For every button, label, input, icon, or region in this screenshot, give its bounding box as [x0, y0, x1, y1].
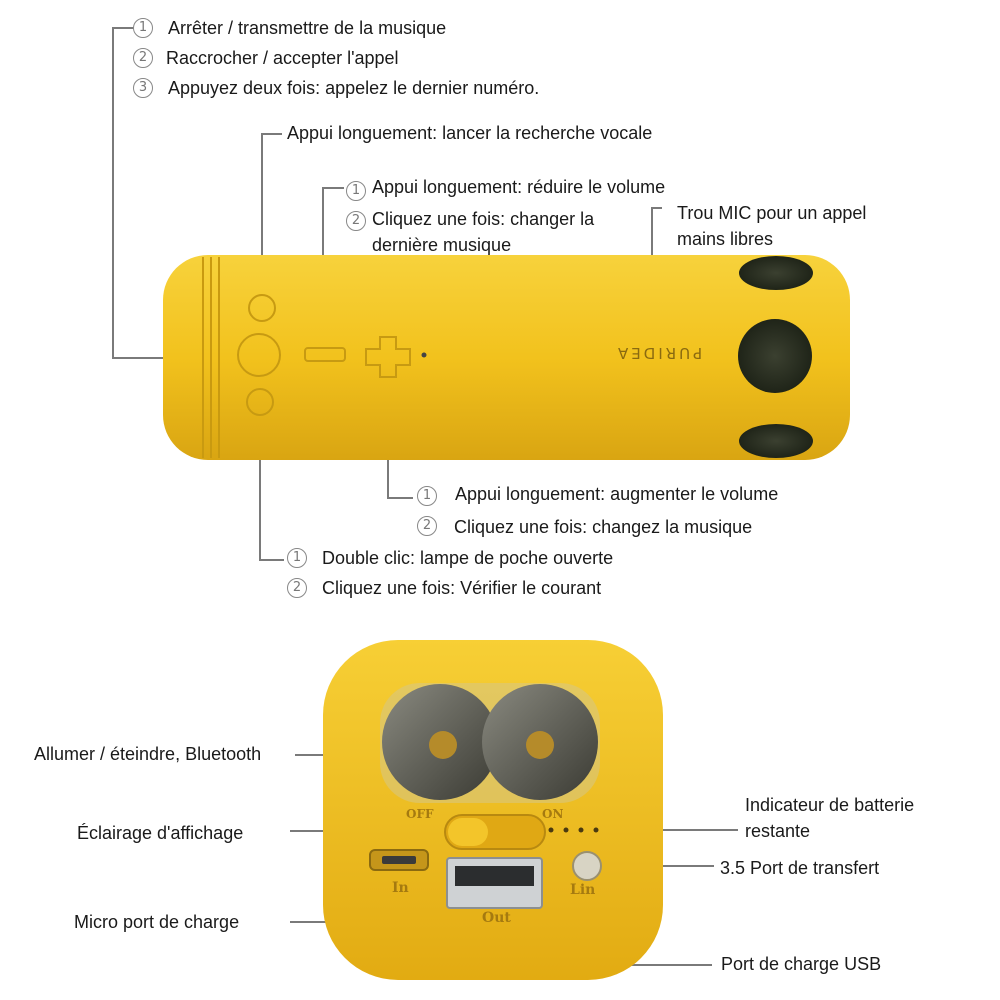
callout-number: 3: [133, 78, 153, 98]
callout-display-light: Éclairage d'affichage: [77, 823, 244, 843]
brand-label: PURIDEA: [615, 344, 703, 362]
battery-indicator-dots: [548, 827, 599, 833]
callout-number: 1: [346, 181, 366, 201]
speaker-bottom: [739, 424, 813, 458]
leader-line-light: [259, 414, 284, 561]
callout-number: 1: [417, 486, 437, 506]
callout-number: 1: [287, 548, 307, 568]
callout-redial: Appuyez deux fois: appelez le dernier nu…: [168, 78, 540, 98]
callout-number: 2: [346, 211, 366, 231]
callout-volume-down: Appui longuement: réduire le volume: [372, 177, 666, 197]
off-label: OFF: [406, 807, 434, 821]
callout-voice-search: Appui longuement: lancer la recherche vo…: [287, 123, 653, 143]
callout-flashlight: Double clic: lampe de poche ouverte: [322, 548, 614, 568]
callout-number: 1: [133, 18, 153, 38]
callout-mic-hole: Trou MIC pour un appel: [677, 203, 867, 223]
callout-previous-track: Cliquez une fois: changer la: [372, 209, 595, 229]
callout-stop-music: Arrêter / transmettre de la musique: [168, 18, 447, 38]
callout-number: 2: [417, 516, 437, 536]
callout-battery-indicator: Indicateur de batterie: [745, 795, 915, 815]
end-cap-grooves: [202, 257, 220, 458]
mic-hole: [421, 352, 427, 358]
callout-check-battery: Cliquez une fois: Vérifier le courant: [322, 578, 602, 598]
in-label: In: [392, 880, 409, 896]
power-switch-knob: [448, 818, 488, 846]
callout-usb-port: Port de charge USB: [721, 954, 882, 974]
callout-battery-indicator-cont: restante: [745, 821, 811, 841]
speaker-center: [738, 319, 812, 393]
callout-mic-hole-cont: mains libres: [677, 229, 774, 249]
light-button: [246, 388, 274, 416]
plus-button: [365, 336, 411, 378]
voice-button: [248, 294, 276, 322]
callout-volume-up: Appui longuement: augmenter le volume: [455, 484, 779, 504]
callout-answer-call: Raccrocher / accepter l'appel: [166, 48, 399, 68]
lin-label: Lin: [570, 882, 596, 898]
callout-micro-port: Micro port de charge: [74, 912, 240, 932]
led-left: [429, 731, 457, 759]
callout-next-track: Cliquez une fois: changez la musique: [454, 517, 753, 537]
device-body: [163, 255, 850, 460]
aux-port: [572, 851, 602, 881]
on-label: ON: [542, 807, 564, 821]
callout-aux-port: 3.5 Port de transfert: [720, 858, 880, 878]
callout-number: 2: [133, 48, 153, 68]
led-right: [526, 731, 554, 759]
out-label: Out: [482, 910, 511, 926]
main-button: [237, 333, 281, 377]
callout-previous-track-cont: dernière musique: [372, 235, 512, 255]
leader-line-voice: [261, 133, 282, 295]
minus-button: [304, 347, 346, 362]
speaker-top: [739, 256, 813, 290]
callout-number: 2: [287, 578, 307, 598]
callout-power-bluetooth: Allumer / éteindre, Bluetooth: [34, 744, 262, 764]
